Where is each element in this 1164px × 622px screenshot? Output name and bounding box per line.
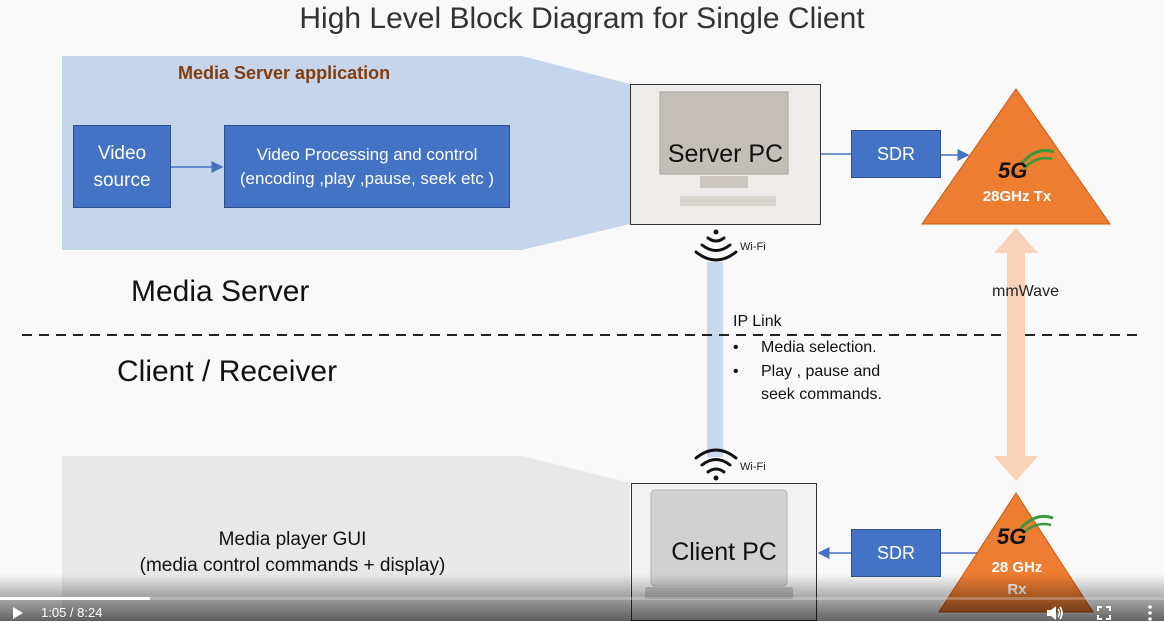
video-source-box: Video source xyxy=(73,125,171,208)
volume-icon xyxy=(1047,606,1063,620)
more-vert-icon xyxy=(1148,605,1152,621)
ip-bullet-2: Play , pause and seek commands. xyxy=(733,360,882,407)
sdr-bottom-box: SDR xyxy=(851,529,941,577)
video-processing-box: Video Processing and control (encoding ,… xyxy=(224,125,510,208)
rx-5g-swoosh-2 xyxy=(1022,522,1052,534)
media-server-section-label: Media Server xyxy=(131,275,310,308)
mmwave-arrow xyxy=(994,228,1038,481)
ip-link-bullets: Media selection. Play , pause and seek c… xyxy=(733,336,882,407)
fullscreen-button[interactable] xyxy=(1094,604,1114,622)
video-source-label: Video source xyxy=(93,142,151,191)
fullscreen-icon xyxy=(1097,606,1111,620)
tx-5g-swoosh xyxy=(1020,148,1055,165)
progress-bar[interactable] xyxy=(0,597,1164,600)
progress-fill xyxy=(0,597,151,600)
wifi-top-label: Wi-Fi xyxy=(740,241,766,253)
server-pc-box: Server PC xyxy=(630,84,821,225)
slide-title: High Level Block Diagram for Single Clie… xyxy=(299,2,865,35)
play-icon xyxy=(13,607,23,619)
ip-link-label: IP Link xyxy=(733,313,782,330)
client-pc-label: Client PC xyxy=(671,537,777,566)
sdr-bottom-label: SDR xyxy=(876,542,915,563)
wifi-bottom-label: Wi-Fi xyxy=(740,461,766,473)
keyboard xyxy=(680,196,776,206)
media-player-gui-label: Media player GUI (media control commands… xyxy=(139,529,446,576)
volume-button[interactable] xyxy=(1044,604,1066,622)
wifi-bottom-icon xyxy=(694,448,738,481)
wifi-top-icon xyxy=(694,229,738,262)
more-options-button[interactable] xyxy=(1142,604,1158,622)
tx-label: 28GHz Tx xyxy=(982,188,1052,205)
rx-5g-swoosh xyxy=(1019,514,1054,530)
ip-link-bar xyxy=(707,262,723,457)
ip-bullet-1: Media selection. xyxy=(733,336,882,360)
media-server-app-label: Media Server application xyxy=(178,63,391,83)
play-button[interactable] xyxy=(8,604,28,622)
tx-5g-swoosh-2 xyxy=(1023,156,1053,169)
time-display: 1:05 / 8:24 xyxy=(41,605,103,620)
server-pc-label: Server PC xyxy=(667,140,784,168)
monitor-stand xyxy=(700,176,748,188)
video-processing-label: Video Processing and control (encoding ,… xyxy=(239,144,495,188)
tx-5g-logo: 5G xyxy=(998,158,1028,183)
monitor-screen xyxy=(659,91,789,175)
client-receiver-section-label: Client / Receiver xyxy=(117,355,338,388)
tx-triangle xyxy=(921,88,1111,225)
sdr-top-label: SDR xyxy=(876,143,915,164)
sdr-top-box: SDR xyxy=(851,130,941,178)
mmwave-label: mmWave xyxy=(992,283,1059,300)
rx-5g-logo: 5G xyxy=(997,524,1027,549)
player-control-bar xyxy=(0,574,1164,621)
